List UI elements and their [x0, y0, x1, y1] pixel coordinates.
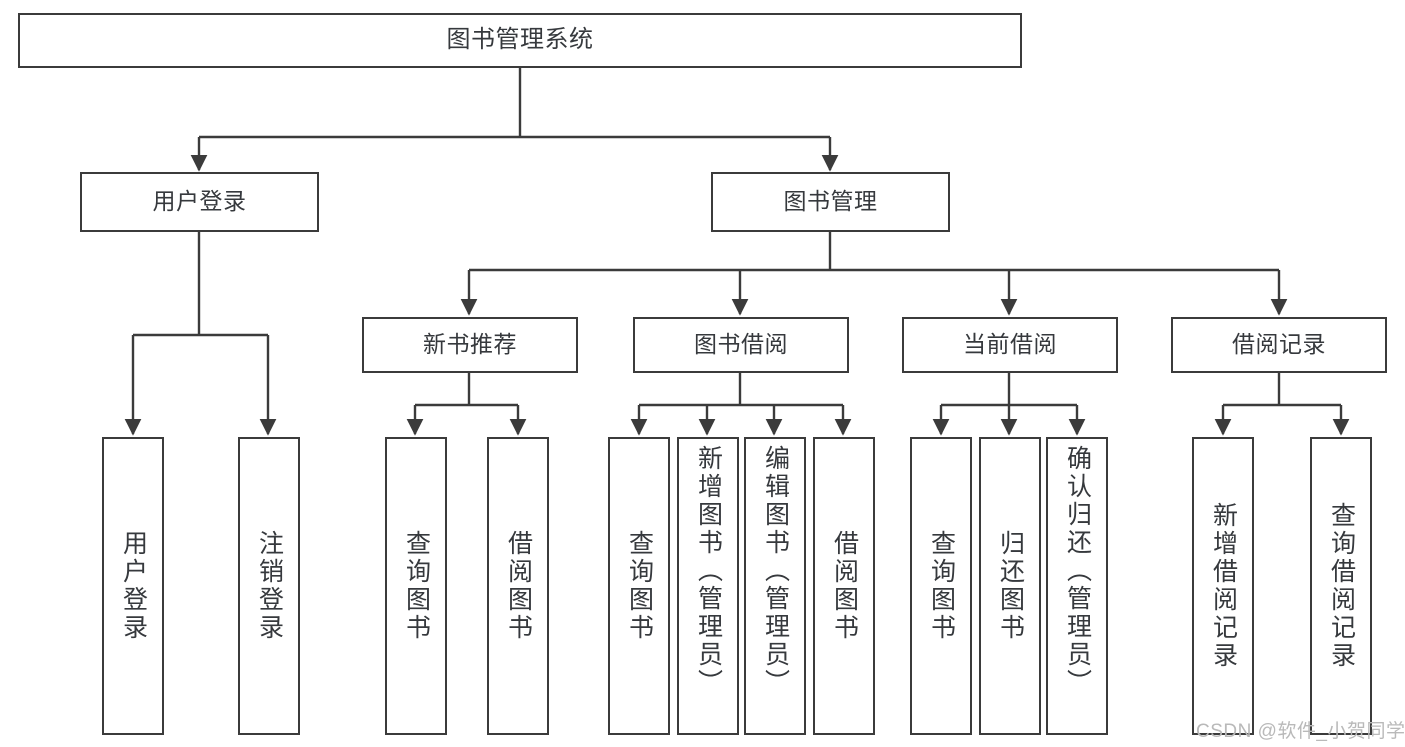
node-leaf-user-login[interactable]: 用户登录 [102, 437, 164, 735]
node-label: 查询图书 [625, 530, 654, 642]
node-label: 编辑图书（管理员） [761, 445, 790, 697]
node-leaf-return-book[interactable]: 归还图书 [979, 437, 1041, 735]
node-leaf-query-book-borrow[interactable]: 查询图书 [608, 437, 670, 735]
node-label: 当前借阅 [963, 331, 1057, 358]
node-label: 归还图书 [996, 530, 1025, 642]
node-label: 图书管理 [783, 188, 878, 215]
node-leaf-add-borrow-record[interactable]: 新增借阅记录 [1192, 437, 1254, 735]
node-leaf-borrow-book[interactable]: 借阅图书 [813, 437, 875, 735]
node-label: 查询借阅记录 [1327, 502, 1356, 670]
node-label: 新书推荐 [423, 331, 517, 358]
node-leaf-edit-book-admin[interactable]: 编辑图书（管理员） [744, 437, 806, 735]
node-leaf-add-book-admin[interactable]: 新增图书（管理员） [677, 437, 739, 735]
node-label: 确认归还（管理员） [1063, 445, 1092, 697]
node-leaf-confirm-return-admin[interactable]: 确认归还（管理员） [1046, 437, 1108, 735]
node-label: 注销登录 [255, 530, 284, 642]
node-leaf-borrow-book-recommend[interactable]: 借阅图书 [487, 437, 549, 735]
node-leaf-query-borrow-record[interactable]: 查询借阅记录 [1310, 437, 1372, 735]
node-borrow-record[interactable]: 借阅记录 [1171, 317, 1387, 373]
csdn-watermark: CSDN @软件_小贺同学 [1196, 721, 1405, 742]
node-book-management[interactable]: 图书管理 [711, 172, 950, 232]
node-leaf-query-book-recommend[interactable]: 查询图书 [385, 437, 447, 735]
node-label: 查询图书 [402, 530, 431, 642]
node-user-login[interactable]: 用户登录 [80, 172, 319, 232]
node-label: 借阅记录 [1232, 331, 1326, 358]
node-new-book-recommend[interactable]: 新书推荐 [362, 317, 578, 373]
node-label: 图书管理系统 [446, 26, 594, 54]
node-root-book-management-system[interactable]: 图书管理系统 [18, 13, 1022, 68]
node-label: 借阅图书 [504, 530, 533, 642]
node-current-borrow[interactable]: 当前借阅 [902, 317, 1118, 373]
node-label: 查询图书 [927, 530, 956, 642]
node-label: 借阅图书 [830, 530, 859, 642]
node-label: 图书借阅 [694, 331, 788, 358]
node-label: 用户登录 [119, 530, 148, 642]
node-book-borrow[interactable]: 图书借阅 [633, 317, 849, 373]
node-leaf-logout[interactable]: 注销登录 [238, 437, 300, 735]
node-label: 新增借阅记录 [1209, 502, 1238, 670]
node-label: 用户登录 [152, 188, 247, 215]
node-label: 新增图书（管理员） [694, 445, 723, 697]
node-leaf-query-book-current[interactable]: 查询图书 [910, 437, 972, 735]
